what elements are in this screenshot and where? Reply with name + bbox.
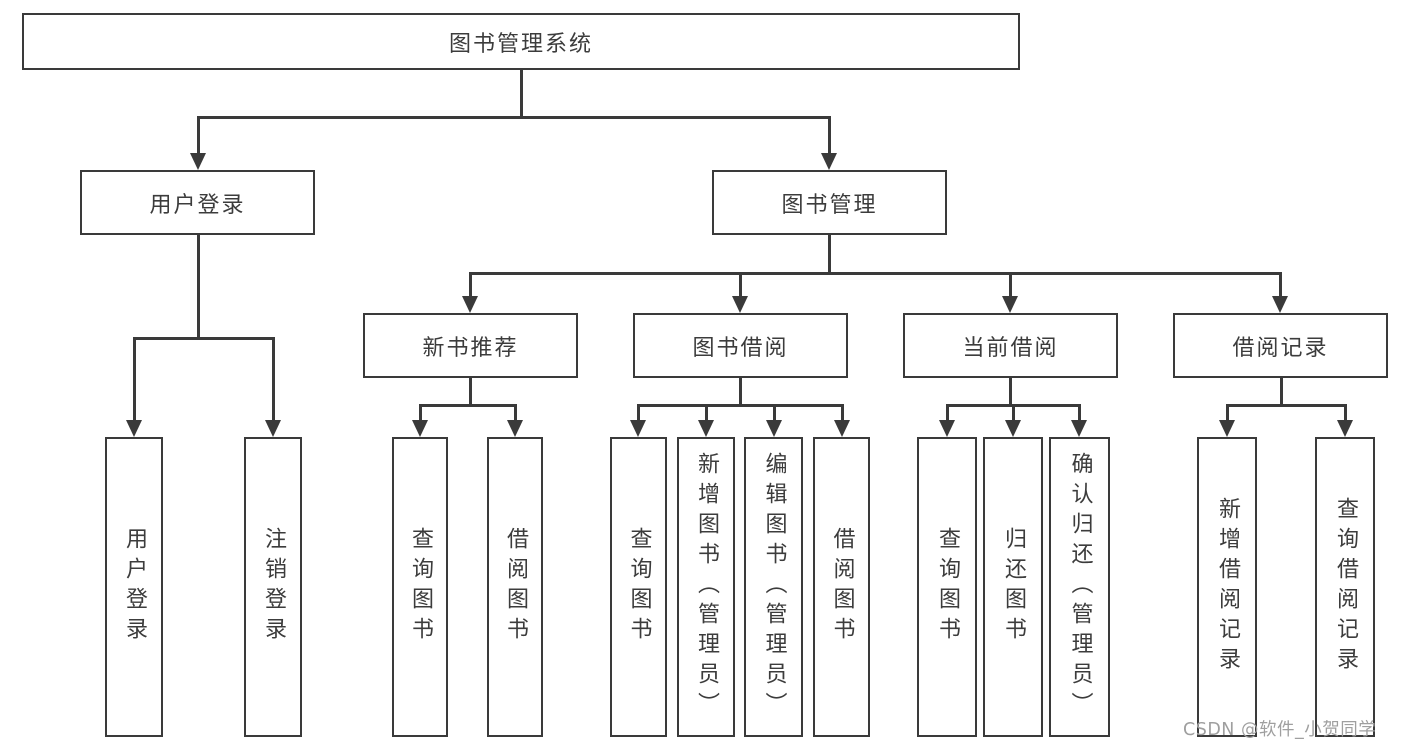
- csdn-watermark: CSDN @软件_小贺同学: [1183, 720, 1377, 740]
- connector-to-nbr-borrow: [514, 404, 517, 424]
- arrow-down-icon: [1071, 420, 1087, 437]
- connector-level2-branch: [197, 116, 831, 119]
- node-book-borrow: 图书借阅: [633, 313, 848, 378]
- node-new-book-recommend: 新书推荐: [363, 313, 578, 378]
- leaf-cb-return-book: 归还图书: [983, 437, 1043, 737]
- connector-to-bb-query: [637, 404, 640, 424]
- leaf-cb-return-book-label: 归还图书: [1001, 527, 1026, 647]
- leaf-nbr-query-book-label: 查询图书: [408, 527, 433, 647]
- arrow-down-icon: [265, 420, 281, 437]
- arrow-down-icon: [1005, 420, 1021, 437]
- leaf-bb-add-book: 新增图书（管理员）: [677, 437, 735, 737]
- connector-user-login-branch: [133, 337, 274, 340]
- leaf-bb-borrow-book-label: 借阅图书: [829, 527, 855, 647]
- connector-to-br-add: [1226, 404, 1229, 424]
- node-book-management-label: 图书管理: [781, 192, 878, 218]
- leaf-bb-edit-book: 编辑图书（管理员）: [744, 437, 803, 737]
- leaf-cb-query-book: 查询图书: [917, 437, 977, 737]
- leaf-cb-confirm-return-label: 确认归还（管理员）: [1067, 452, 1093, 722]
- leaf-user-login: 用户登录: [105, 437, 163, 737]
- arrow-down-icon: [126, 420, 142, 437]
- leaf-bb-edit-book-label: 编辑图书（管理员）: [761, 452, 787, 722]
- node-user-login-label: 用户登录: [149, 192, 246, 218]
- leaf-bb-query-book-label: 查询图书: [626, 527, 652, 647]
- arrow-down-icon: [462, 296, 478, 313]
- connector-bb-stem: [739, 378, 742, 406]
- leaf-bb-query-book: 查询图书: [610, 437, 667, 737]
- node-current-borrow: 当前借阅: [903, 313, 1118, 378]
- arrow-down-icon: [507, 420, 523, 437]
- connector-to-nbr-query: [419, 404, 422, 424]
- connector-to-cb-query: [946, 404, 949, 424]
- arrow-down-icon: [1337, 420, 1353, 437]
- leaf-nbr-borrow-book-label: 借阅图书: [503, 527, 528, 647]
- arrow-down-icon: [939, 420, 955, 437]
- connector-to-cb-confirm: [1078, 404, 1081, 424]
- arrow-down-icon: [630, 420, 646, 437]
- node-root-system: 图书管理系统: [22, 13, 1020, 70]
- leaf-cb-confirm-return: 确认归还（管理员）: [1049, 437, 1110, 737]
- connector-bb-branch: [637, 404, 843, 407]
- connector-root-stem: [520, 70, 523, 118]
- arrow-down-icon: [834, 420, 850, 437]
- node-new-book-recommend-label: 新书推荐: [422, 335, 519, 361]
- leaf-user-login-label: 用户登录: [122, 527, 147, 647]
- connector-nbr-stem: [469, 378, 472, 406]
- leaf-br-query-record-label: 查询借阅记录: [1333, 497, 1358, 677]
- connector-to-book-borrow: [739, 272, 742, 300]
- connector-to-bb-edit: [773, 404, 776, 424]
- node-book-management: 图书管理: [712, 170, 947, 235]
- connector-to-br-query: [1344, 404, 1347, 424]
- arrow-down-icon: [190, 153, 206, 170]
- node-root-label: 图书管理系统: [448, 31, 593, 57]
- connector-to-leaf-user-login: [133, 337, 136, 423]
- leaf-br-add-record-label: 新增借阅记录: [1215, 497, 1240, 677]
- connector-cb-stem: [1009, 378, 1012, 406]
- arrow-down-icon: [1002, 296, 1018, 313]
- connector-to-bb-borrow: [841, 404, 844, 424]
- connector-to-new-book-recommend: [469, 272, 472, 300]
- node-book-borrow-label: 图书借阅: [692, 335, 789, 361]
- leaf-logout-label: 注销登录: [261, 527, 286, 647]
- connector-to-leaf-logout: [272, 337, 275, 423]
- arrow-down-icon: [766, 420, 782, 437]
- leaf-nbr-borrow-book: 借阅图书: [487, 437, 543, 737]
- connector-book-management-stem: [828, 235, 831, 274]
- connector-to-borrow-records: [1279, 272, 1282, 300]
- leaf-cb-query-book-label: 查询图书: [935, 527, 960, 647]
- connector-nbr-branch: [419, 404, 517, 407]
- node-user-login: 用户登录: [80, 170, 315, 235]
- leaf-br-query-record: 查询借阅记录: [1315, 437, 1375, 737]
- connector-level3-branch: [469, 272, 1282, 275]
- connector-br-branch: [1226, 404, 1347, 407]
- leaf-bb-borrow-book: 借阅图书: [813, 437, 870, 737]
- connector-to-cb-return: [1012, 404, 1015, 424]
- arrow-down-icon: [412, 420, 428, 437]
- leaf-logout: 注销登录: [244, 437, 302, 737]
- arrow-down-icon: [821, 153, 837, 170]
- connector-br-stem: [1280, 378, 1283, 406]
- connector-to-book-management: [828, 116, 831, 156]
- node-current-borrow-label: 当前借阅: [962, 335, 1059, 361]
- connector-user-login-stem: [197, 235, 200, 337]
- arrow-down-icon: [698, 420, 714, 437]
- connector-to-current-borrow: [1009, 272, 1012, 300]
- connector-to-user-login: [197, 116, 200, 156]
- leaf-br-add-record: 新增借阅记录: [1197, 437, 1257, 737]
- leaf-bb-add-book-label: 新增图书（管理员）: [694, 452, 719, 722]
- leaf-nbr-query-book: 查询图书: [392, 437, 448, 737]
- arrow-down-icon: [1272, 296, 1288, 313]
- arrow-down-icon: [732, 296, 748, 313]
- connector-to-bb-add: [705, 404, 708, 424]
- node-borrow-records-label: 借阅记录: [1232, 335, 1329, 361]
- arrow-down-icon: [1219, 420, 1235, 437]
- node-borrow-records: 借阅记录: [1173, 313, 1388, 378]
